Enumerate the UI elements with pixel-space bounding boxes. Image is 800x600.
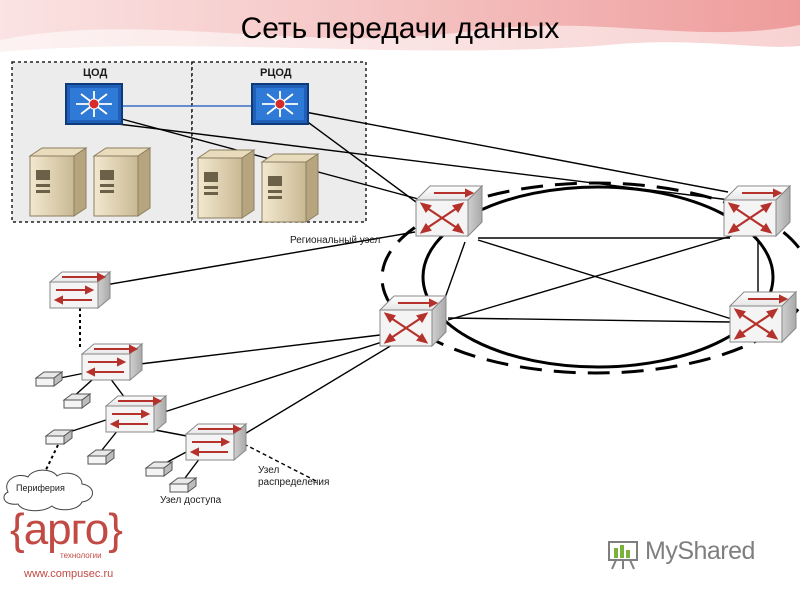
- header-decoration: [0, 0, 800, 62]
- terminal-2: [63, 393, 91, 409]
- terminal-4: [87, 449, 115, 465]
- header-band: [0, 0, 800, 62]
- distribution-node-label-2: распределения: [258, 477, 330, 488]
- switch-access-1: [81, 343, 143, 381]
- presentation-icon: [608, 541, 638, 570]
- slide-title: Сеть передачи данных: [240, 12, 560, 45]
- watermark-text: MyShared: [645, 537, 755, 565]
- router-regional: [414, 184, 484, 238]
- rcod-label: РЦОД: [260, 67, 292, 79]
- server-rcod-2: [261, 153, 319, 223]
- terminal-3: [45, 429, 73, 445]
- distribution-node-label-1: Узел: [258, 465, 280, 476]
- network-links: [41, 105, 759, 483]
- switch-distribution: [185, 423, 247, 461]
- core-switch-cod: [65, 83, 123, 125]
- argo-logo-subtitle: технологии: [60, 551, 102, 560]
- core-switch-rcod: [251, 83, 309, 125]
- server-rcod-1: [197, 149, 255, 219]
- regional-node-label: Региональный узел: [290, 235, 381, 246]
- server-cod-1: [29, 147, 87, 217]
- access-node-label: Узел доступа: [160, 495, 222, 506]
- switch-access-2: [105, 395, 167, 433]
- router-ring-left: [378, 294, 448, 348]
- terminal-5: [145, 461, 173, 477]
- router-ring-right: [728, 290, 798, 344]
- switch-uplink: [49, 271, 111, 309]
- terminal-1: [35, 371, 63, 387]
- website-link[interactable]: www.compusec.ru: [24, 568, 114, 580]
- router-ring-top-right: [722, 184, 792, 238]
- server-cod-2: [93, 147, 151, 217]
- argo-logo: {арго}: [10, 505, 123, 554]
- periphery-label: Периферия: [16, 483, 65, 493]
- terminal-6: [169, 477, 197, 493]
- cod-label: ЦОД: [83, 67, 108, 79]
- periphery-cloud: [3, 469, 93, 512]
